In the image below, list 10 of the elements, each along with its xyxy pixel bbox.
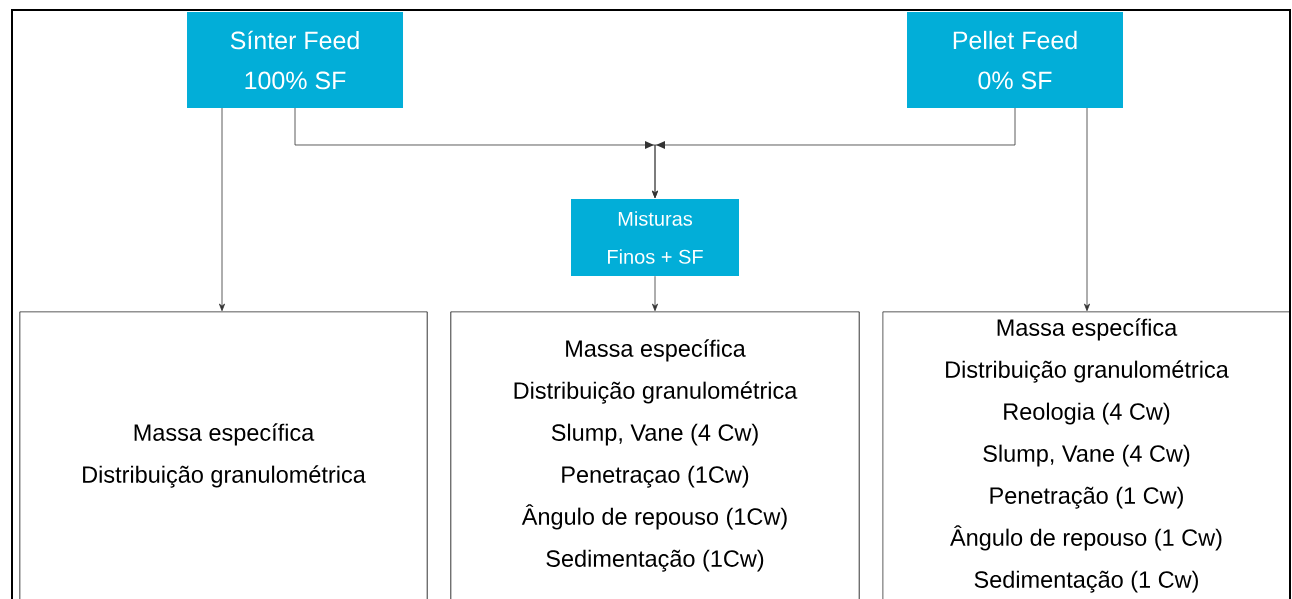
arrow bbox=[1084, 107, 1090, 312]
arrow bbox=[652, 275, 658, 312]
result-box: Massa específica Distribuição granulométrica Reologia (4 Cw) Slump, Vane (4 Cw) Penetração (1 Cw) Ângulo de repouso (1 Cw) Sedimentação (1 Cw) bbox=[882, 311, 1291, 599]
input-box: Sínter Feed 100% SF bbox=[187, 12, 403, 108]
input-box: Pellet Feed 0% SF bbox=[907, 12, 1123, 108]
arrow bbox=[219, 107, 225, 312]
result-box: Massa específica Distribuição granulométrica bbox=[19, 311, 428, 599]
arrow bbox=[652, 107, 1016, 199]
result-box: Massa específica Distribuição granulométrica Slump, Vane (4 Cw) Penetraçao (1Cw) Ângulo de repouso (1Cw) Sedimentação (1Cw) bbox=[450, 311, 860, 599]
process-box: Misturas Finos + SF bbox=[571, 199, 739, 276]
